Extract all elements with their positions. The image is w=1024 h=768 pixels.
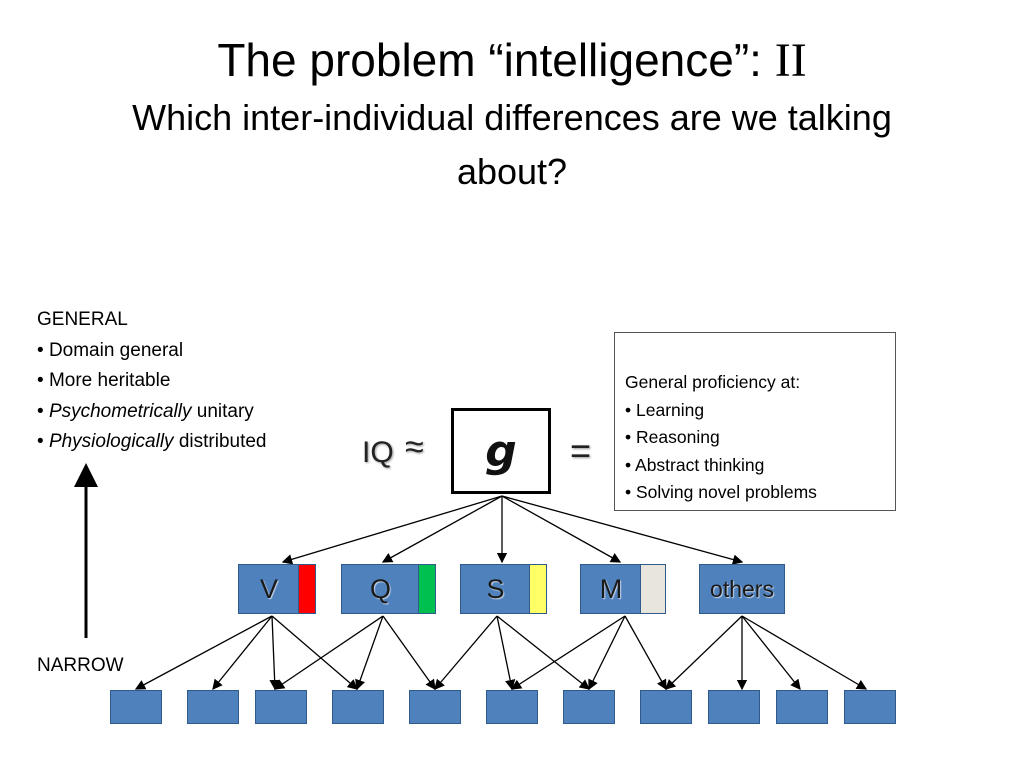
factor-swatch-q [418, 564, 436, 614]
slide-title: The problem “intelligence”: II Which int… [0, 30, 1024, 199]
g-arrow [281, 495, 503, 565]
narrow-ability-box [844, 690, 896, 724]
factor-box-s: S [460, 564, 531, 614]
factor-arrow [271, 615, 358, 690]
definition-heading: General proficiency at: [625, 372, 801, 392]
approx-sign: ≈ [405, 428, 424, 466]
g-arrow [501, 495, 622, 563]
iq-label: IQ [362, 436, 394, 469]
factor-to-narrow-arrows [134, 615, 868, 691]
factor-swatch-v [298, 564, 316, 614]
definition-item: • Abstract thinking [625, 454, 765, 475]
subtitle: Which inter-individual differences are w… [132, 97, 892, 192]
factor-box-q: Q [341, 564, 420, 614]
definition-item: • Solving novel problems [625, 482, 817, 502]
factor-arrow [134, 615, 273, 690]
general-bullet: • Psychometrically unitary [37, 400, 254, 422]
factor-arrow [212, 615, 273, 691]
definition-box: General proficiency at: • Learning • Rea… [614, 332, 896, 511]
general-list: GENERAL • Domain general • More heritabl… [37, 305, 267, 458]
general-bullet: • More heritable [37, 370, 171, 391]
factor-arrow [434, 615, 498, 690]
factor-arrow [741, 615, 868, 690]
narrow-ability-box [332, 690, 384, 724]
factor-arrow [496, 615, 591, 690]
factor-arrow [382, 615, 436, 691]
narrow-ability-box [640, 690, 692, 724]
factor-arrow [741, 615, 801, 691]
narrow-ability-box [708, 690, 760, 724]
equals-sign: = [570, 430, 592, 471]
factor-box-others: others [699, 564, 785, 614]
factor-arrow [273, 615, 384, 690]
factor-box-m: M [580, 564, 642, 614]
factor-arrow [355, 615, 384, 691]
narrow-ability-box [187, 690, 239, 724]
general-bullet: • Physiologically distributed [37, 431, 267, 452]
g-letter: g [485, 425, 517, 477]
g-factor-box: g [451, 408, 551, 494]
factor-arrow [624, 615, 667, 691]
general-heading: GENERAL [37, 309, 128, 330]
narrow-ability-box [563, 690, 615, 724]
factor-arrow [665, 615, 743, 690]
title-main: The problem “intelligence”: [217, 34, 775, 86]
title-roman-numeral: II [774, 34, 807, 87]
narrow-label: NARROW [37, 655, 124, 676]
g-to-factor-arrows [281, 495, 744, 565]
factor-arrow [496, 615, 516, 691]
general-bullet: • Domain general [37, 339, 184, 361]
definition-item: • Learning [625, 399, 705, 420]
factor-arrow [269, 615, 280, 691]
narrow-ability-box [409, 690, 461, 724]
title-line: The problem “intelligence”: II [0, 30, 1024, 91]
factor-arrow [588, 615, 626, 691]
factor-box-v: V [238, 564, 300, 614]
factor-swatch-m [640, 564, 666, 614]
g-arrow [381, 495, 503, 563]
narrow-ability-box [776, 690, 828, 724]
narrow-ability-box [255, 690, 307, 724]
g-arrow [501, 495, 744, 565]
narrow-ability-box [110, 690, 162, 724]
factor-swatch-s [529, 564, 547, 614]
narrow-ability-box [486, 690, 538, 724]
definition-item: • Reasoning [625, 427, 720, 447]
factor-arrow [510, 615, 626, 690]
